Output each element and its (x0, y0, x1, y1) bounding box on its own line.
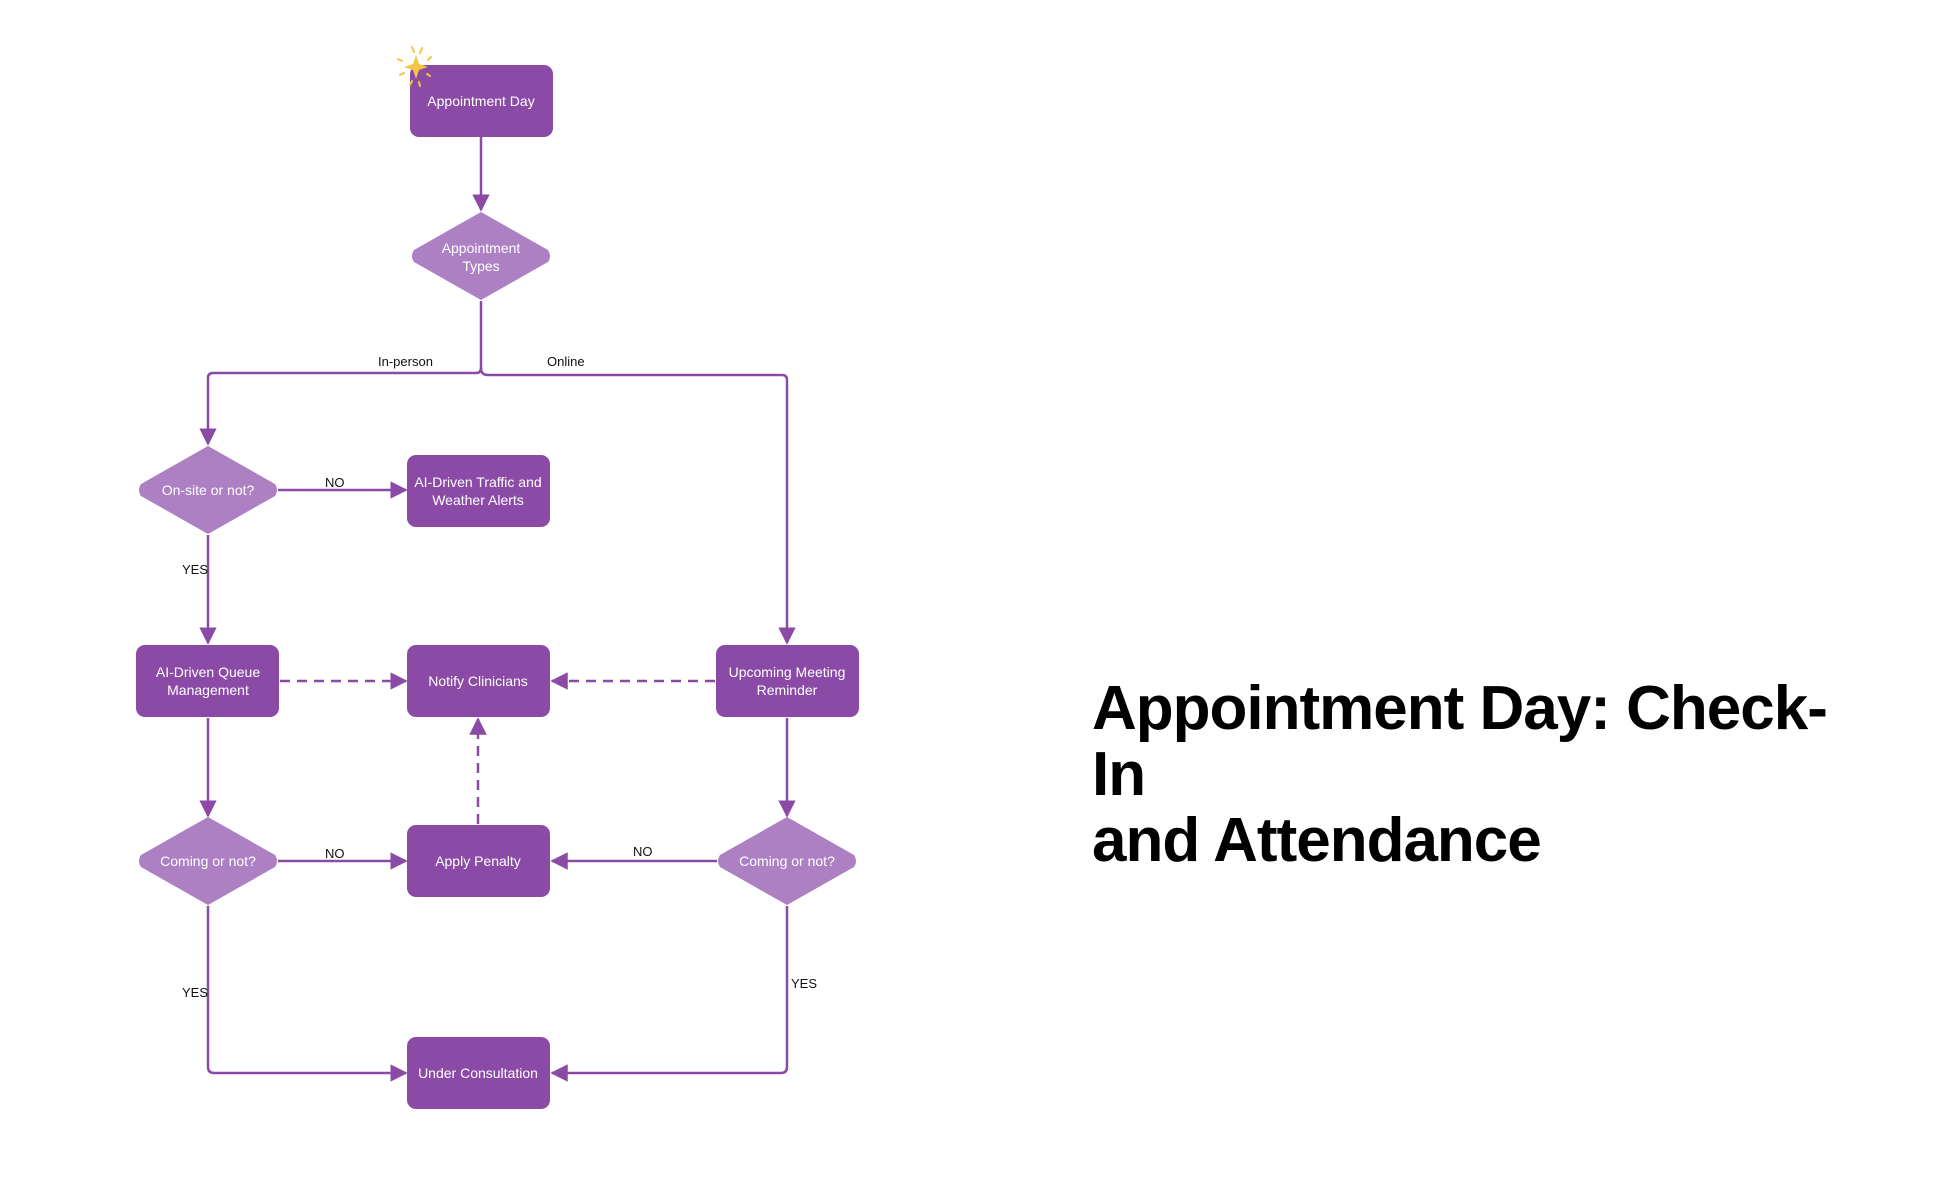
node-appointment-types-label-2: Types (462, 258, 499, 274)
node-coming-right-label: Coming or not? (739, 853, 835, 869)
node-queue-management-label-1: AI-Driven Queue (156, 664, 260, 680)
edge-coming-right-yes (550, 906, 789, 1082)
node-traffic-alerts-label-1: AI-Driven Traffic and (414, 474, 541, 490)
label-coming-left-no: NO (325, 846, 345, 861)
slide-title-line-1: Appointment Day: Check-In (1092, 674, 1828, 809)
node-under-consultation-label: Under Consultation (418, 1065, 538, 1081)
node-onsite-label: On-site or not? (162, 482, 255, 498)
node-under-consultation: Under Consultation (407, 1037, 550, 1109)
node-coming-left: Coming or not? (139, 817, 277, 905)
node-coming-right: Coming or not? (718, 817, 856, 905)
node-notify-clinicians-label: Notify Clinicians (428, 673, 528, 689)
slide-title-line-2: and Attendance (1092, 806, 1542, 875)
node-appointment-types-label-1: Appointment (442, 240, 521, 256)
node-appointment-types: Appointment Types (412, 212, 550, 300)
label-online: Online (547, 354, 585, 369)
node-meeting-reminder-label-1: Upcoming Meeting (729, 664, 846, 680)
node-apply-penalty-label: Apply Penalty (435, 853, 521, 869)
node-traffic-alerts: AI-Driven Traffic and Weather Alerts (407, 455, 550, 527)
label-onsite-no: NO (325, 475, 345, 490)
node-coming-left-label: Coming or not? (160, 853, 256, 869)
label-coming-right-yes: YES (791, 976, 817, 991)
node-apply-penalty: Apply Penalty (407, 825, 550, 897)
edge-coming-left-yes (206, 906, 408, 1082)
node-appointment-day: Appointment Day (410, 65, 553, 137)
sparkle-icon (397, 46, 432, 87)
label-onsite-yes: YES (182, 562, 208, 577)
label-in-person: In-person (378, 354, 433, 369)
label-coming-left-yes: YES (182, 985, 208, 1000)
node-traffic-alerts-label-2: Weather Alerts (432, 492, 524, 508)
node-appointment-day-label: Appointment Day (427, 93, 534, 109)
label-coming-right-no: NO (633, 844, 653, 859)
slide-title: Appointment Day: Check-In and Attendance (1092, 676, 1852, 874)
node-queue-management: AI-Driven Queue Management (136, 645, 279, 717)
node-notify-clinicians: Notify Clinicians (407, 645, 550, 717)
node-meeting-reminder-label-2: Reminder (757, 682, 818, 698)
node-meeting-reminder: Upcoming Meeting Reminder (716, 645, 859, 717)
node-queue-management-label-2: Management (167, 682, 249, 698)
node-onsite: On-site or not? (139, 446, 277, 534)
edge-in-person (199, 301, 483, 446)
edge-online (479, 367, 796, 645)
